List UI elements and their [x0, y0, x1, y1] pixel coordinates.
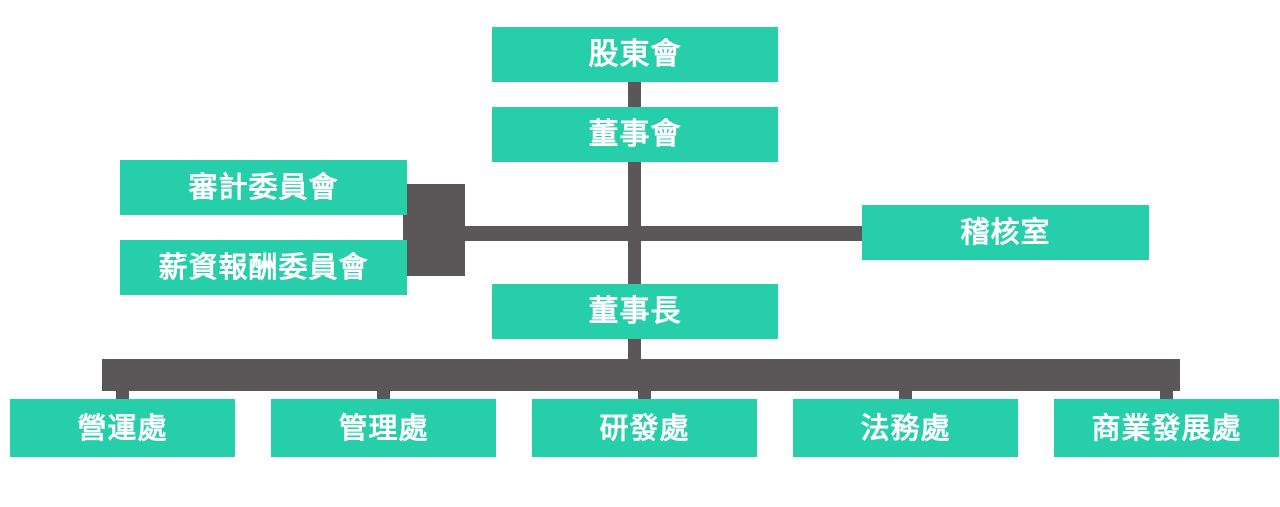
node-audit-committee-label: 審計委員會 [188, 170, 339, 204]
connector-drop-department-4 [1160, 386, 1173, 402]
node-department-research-development[interactable]: 研發處 [532, 399, 757, 457]
connector-drop-department-3 [899, 386, 912, 402]
node-compensation-committee-label: 薪資報酬委員會 [158, 250, 369, 284]
connector-department-distribution-bar [102, 359, 1180, 391]
connector-shareholders-to-board [628, 82, 641, 109]
node-board-of-directors[interactable]: 董事會 [492, 107, 778, 162]
node-shareholders-meeting-label: 股東會 [588, 36, 682, 72]
connector-drop-department-0 [116, 386, 129, 402]
node-chairman-label: 董事長 [588, 293, 682, 329]
node-department-legal[interactable]: 法務處 [793, 399, 1018, 457]
node-audit-office[interactable]: 稽核室 [862, 205, 1149, 260]
node-compensation-committee[interactable]: 薪資報酬委員會 [120, 240, 407, 295]
node-department-business-development-label: 商業發展處 [1091, 410, 1242, 445]
node-department-legal-label: 法務處 [860, 410, 951, 445]
node-department-operations[interactable]: 營運處 [10, 399, 235, 457]
connector-horizontal-rail-to-audit-office [440, 226, 870, 241]
node-audit-office-label: 稽核室 [960, 215, 1051, 249]
node-department-research-development-label: 研發處 [599, 410, 690, 445]
connector-drop-department-1 [377, 386, 390, 402]
connector-drop-department-2 [638, 386, 651, 402]
node-audit-committee[interactable]: 審計委員會 [120, 160, 407, 215]
node-department-operations-label: 營運處 [77, 410, 168, 445]
node-shareholders-meeting[interactable]: 股東會 [492, 27, 778, 82]
node-department-management-label: 管理處 [338, 410, 429, 445]
node-board-of-directors-label: 董事會 [588, 116, 682, 152]
connector-board-to-chairman [628, 161, 641, 286]
node-chairman[interactable]: 董事長 [492, 284, 778, 339]
node-department-management[interactable]: 管理處 [271, 399, 496, 457]
connector-chairman-to-bottom-bar [628, 338, 641, 362]
node-department-business-development[interactable]: 商業發展處 [1054, 399, 1279, 457]
